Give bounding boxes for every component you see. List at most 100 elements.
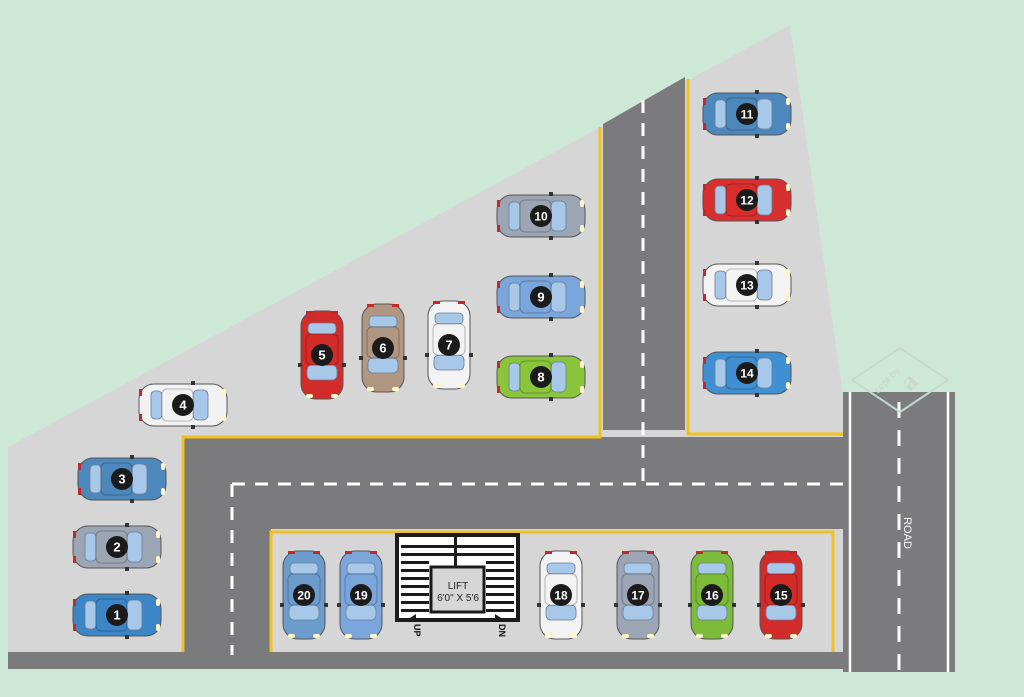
car-taillight: [696, 551, 703, 554]
car-taillight: [703, 98, 706, 105]
car-number: 9: [537, 290, 544, 305]
car-mirror: [130, 455, 134, 459]
down-arrow-icon: [495, 614, 501, 622]
badge-circle: [311, 344, 333, 366]
badge-circle: [736, 189, 758, 211]
car-headlight: [545, 634, 552, 638]
car-windshield: [756, 269, 773, 301]
car-windshield: [550, 281, 567, 313]
car-headlight: [570, 634, 577, 638]
car-headlight: [161, 463, 165, 470]
car-taillight: [433, 301, 440, 304]
car-rear-window: [714, 358, 727, 388]
car-number-badge: 20: [293, 584, 315, 606]
car-rear-window: [434, 312, 464, 325]
car-mirror: [755, 134, 759, 138]
driveway: [8, 77, 843, 669]
car-headlight: [786, 357, 790, 364]
car-mirror: [549, 397, 553, 401]
car-number: 10: [534, 210, 548, 224]
stairs-up-label: UP: [412, 624, 422, 637]
car-taillight: [139, 414, 142, 421]
car-number-badge: 7: [438, 334, 460, 356]
car-rear-window: [508, 282, 521, 312]
car-number: 18: [554, 589, 568, 603]
car-taillight: [545, 551, 552, 554]
car-rear-window: [766, 562, 796, 575]
car-taillight: [703, 209, 706, 216]
car-headlight: [458, 384, 465, 388]
badge-circle: [111, 468, 133, 490]
badge-circle: [701, 584, 723, 606]
car-taillight: [703, 357, 706, 364]
car-taillight: [647, 551, 654, 554]
car-taillight: [73, 531, 76, 538]
car-headlight: [580, 281, 584, 288]
car-number-badge: 8: [530, 366, 552, 388]
car-mirror: [125, 591, 129, 595]
car-taillight: [790, 551, 797, 554]
car-windshield: [545, 604, 577, 621]
car-mirror: [688, 603, 692, 607]
car-taillight: [73, 624, 76, 631]
car-taillight: [331, 311, 338, 314]
car-headlight: [370, 634, 377, 638]
car-taillight: [497, 225, 500, 232]
car-headlight: [622, 634, 629, 638]
car-windshield: [756, 98, 773, 130]
car-number: 14: [740, 367, 754, 381]
car-number-badge: 2: [106, 536, 128, 558]
car-number-badge: 19: [350, 584, 372, 606]
road: ROAD: [843, 392, 955, 672]
car-headlight: [288, 634, 295, 638]
car-number: 4: [179, 398, 187, 413]
car-mirror: [469, 353, 473, 357]
car-windshield: [306, 364, 338, 381]
car-headlight: [331, 394, 338, 398]
lift-box: [429, 565, 486, 614]
badge-circle: [530, 366, 552, 388]
parking-boundaries: [181, 79, 843, 652]
car-rear-window: [697, 562, 727, 575]
car-headlight: [786, 382, 790, 389]
car-mirror: [324, 603, 328, 607]
car-rear-window: [623, 562, 653, 575]
car-mirror: [298, 363, 302, 367]
car-mirror: [755, 176, 759, 180]
badge-circle: [530, 205, 552, 227]
car-mirror: [191, 381, 195, 385]
car-rear-window: [84, 600, 97, 630]
car-headlight: [721, 634, 728, 638]
car-windshield: [550, 361, 567, 393]
car-number: 3: [118, 472, 125, 487]
car-number-badge: 15: [770, 584, 792, 606]
car-mirror: [549, 273, 553, 277]
car-taillight: [497, 200, 500, 207]
car-headlight: [156, 556, 160, 563]
car-headlight: [367, 387, 374, 391]
car-taillight: [73, 599, 76, 606]
car-headlight: [580, 225, 584, 232]
car-rear-window: [546, 562, 576, 575]
car-taillight: [497, 306, 500, 313]
car-mirror: [732, 603, 736, 607]
car-number-badge: 16: [701, 584, 723, 606]
badge-circle: [627, 584, 649, 606]
up-arrow-icon: [410, 614, 416, 622]
stairs-down-label: DN: [497, 624, 507, 637]
car-number-badge: 4: [172, 394, 194, 416]
car-headlight: [433, 384, 440, 388]
car-taillight: [458, 301, 465, 304]
car-windshield: [367, 357, 399, 374]
car-headlight: [156, 624, 160, 631]
car-number: 8: [537, 370, 544, 385]
car-number-badge: 3: [111, 468, 133, 490]
badge-circle: [770, 584, 792, 606]
badge-circle: [106, 536, 128, 558]
car-rear-window: [346, 562, 376, 575]
car-headlight: [222, 389, 226, 396]
car-mirror: [125, 567, 129, 571]
car-rear-window: [368, 315, 398, 328]
car-taillight: [367, 304, 374, 307]
